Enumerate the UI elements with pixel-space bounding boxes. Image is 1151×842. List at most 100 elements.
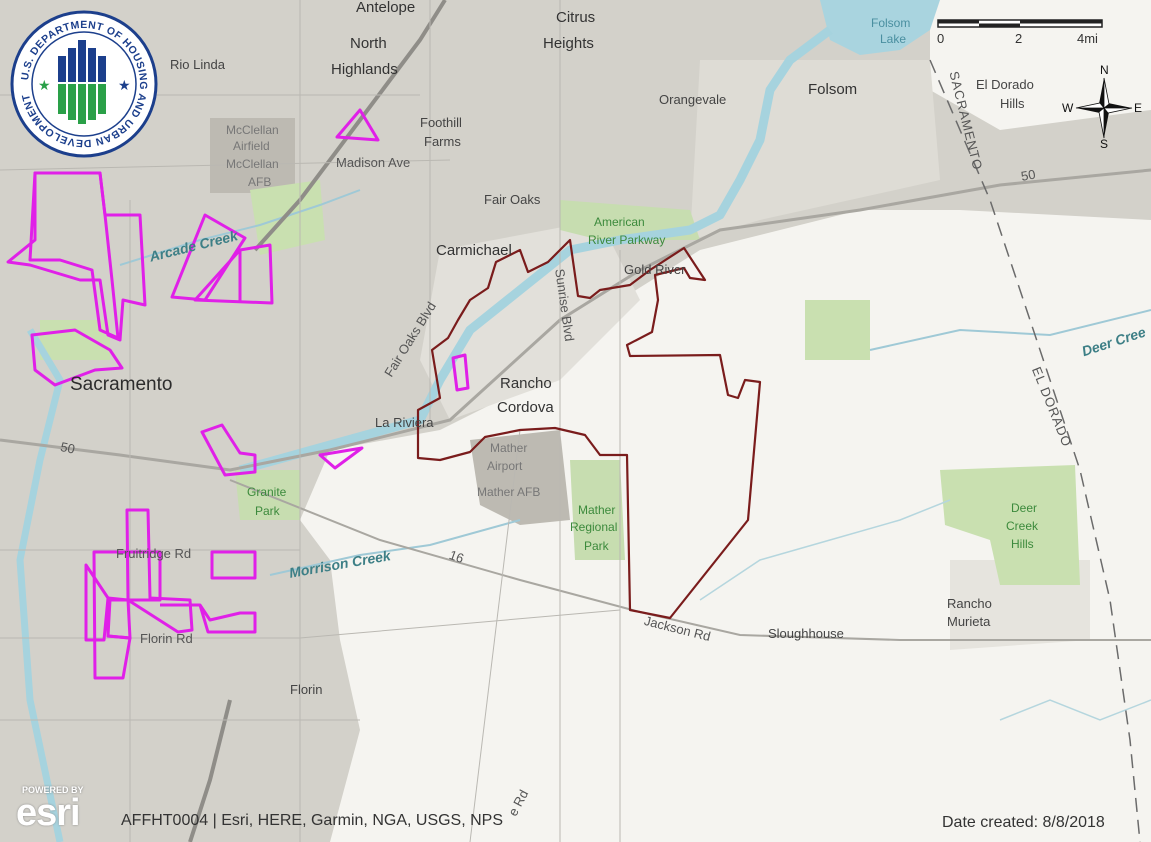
tract-polygon xyxy=(193,243,274,305)
tract-polygon xyxy=(84,563,110,642)
map-attribution: AFFHT0004 | Esri, HERE, Garmin, NGA, USG… xyxy=(121,812,504,829)
compass-rose-icon xyxy=(1075,77,1133,139)
feature-label-granite-park-2: Park xyxy=(255,504,280,518)
place-label-north-highlands-2: Highlands xyxy=(331,61,398,78)
place-label-el-dorado-hills-2: Hills xyxy=(1000,96,1025,111)
place-label-orangevale: Orangevale xyxy=(659,92,727,107)
mather-regional-park xyxy=(570,460,625,560)
place-label-fair-oaks: Fair Oaks xyxy=(484,192,541,207)
place-label-sacramento: Sacramento xyxy=(70,374,173,395)
feature-label-mather-regional-park-2: Regional xyxy=(570,520,618,534)
hud-seal-icon: U.S. DEPARTMENT OF HOUSING AND URBAN DEV… xyxy=(10,10,158,158)
place-label-carmichael: Carmichael xyxy=(436,242,512,259)
scale-bar: 0 2 4mi xyxy=(937,18,1107,48)
place-label-folsom: Folsom xyxy=(808,81,858,98)
county-line-sac-eldorado xyxy=(929,59,1141,842)
tract-polygon xyxy=(30,328,124,387)
tract-polygon xyxy=(335,108,380,142)
place-label-north-highlands: North xyxy=(350,35,387,52)
deer-creek-line xyxy=(869,309,1151,351)
feature-label-mcclellan-afb: McClellan xyxy=(226,157,279,171)
interstate-80 xyxy=(188,0,447,842)
place-label-florin: Florin xyxy=(290,682,323,697)
tract-polygon xyxy=(451,353,470,392)
tract-polygon xyxy=(200,423,257,477)
tract-polygon xyxy=(210,550,257,580)
scale-tick-4mi: 4mi xyxy=(1077,31,1098,46)
feature-label-granite-park: Granite xyxy=(247,485,287,499)
folsom-lake xyxy=(820,0,940,55)
compass-n: N xyxy=(1100,63,1109,77)
american-river xyxy=(238,26,833,475)
scale-tick-2: 2 xyxy=(1015,31,1023,46)
place-label-sloughhouse: Sloughhouse xyxy=(768,626,844,641)
place-label-rancho-cordova-2: Cordova xyxy=(497,399,554,416)
feature-label-american-river-parkway-2: River Parkway xyxy=(588,233,666,247)
hud-seal-logo: U.S. DEPARTMENT OF HOUSING AND URBAN DEV… xyxy=(8,8,160,160)
feature-label-folsom-lake-2: Lake xyxy=(880,32,907,46)
feature-label-american-river-parkway: American xyxy=(594,215,645,229)
feature-label-deer-creek-hills: Deer xyxy=(1011,501,1038,515)
feature-label-mather-airport-2: Airport xyxy=(487,459,523,473)
morrison-creek-line xyxy=(269,519,521,576)
place-label-antelope: Antelope xyxy=(356,0,416,16)
place-label-la-riviera: La Riviera xyxy=(375,415,434,430)
place-label-citrus-heights-2: Heights xyxy=(543,35,594,52)
tract-polygon xyxy=(28,171,120,340)
esri-logo: POWERED BY esri xyxy=(16,785,116,834)
road-label-hwy-50-west: 50 xyxy=(59,439,77,457)
place-label-rancho-cordova: Rancho xyxy=(500,375,552,392)
feature-label-deer-creek-hills-2: Creek xyxy=(1006,519,1039,533)
tract-polygon xyxy=(106,596,132,640)
green-strip xyxy=(805,300,870,360)
place-label-el-dorado-hills: El Dorado xyxy=(976,77,1034,92)
arcade-creek-line xyxy=(119,189,361,266)
urban-area-east xyxy=(690,60,940,240)
feature-label-mather-airport: Mather xyxy=(490,441,528,455)
feature-label-mcclellan-airfield: McClellan xyxy=(226,123,279,137)
feature-label-mather-regional-park: Mather xyxy=(578,503,616,517)
place-label-foothill-farms: Foothill xyxy=(420,115,462,130)
place-label-rio-linda: Rio Linda xyxy=(170,57,225,72)
sacramento-river xyxy=(16,328,64,842)
road-label-fruitridge-rd: Fruitridge Rd xyxy=(116,546,192,561)
place-label-gold-river: Gold River xyxy=(624,262,686,277)
road-label-florin-rd: Florin Rd xyxy=(140,631,193,646)
feature-label-mather-regional-park-3: Park xyxy=(584,539,609,553)
compass-e: E xyxy=(1134,101,1143,115)
stream-line xyxy=(999,699,1151,721)
tract-polygon xyxy=(318,446,364,470)
stream-line xyxy=(699,499,951,601)
place-label-rancho-murieta: Rancho xyxy=(947,596,992,611)
feature-label-mather-afb: Mather AFB xyxy=(477,485,541,499)
scale-tick-0: 0 xyxy=(937,31,945,46)
place-label-rancho-murieta-2: Murieta xyxy=(947,614,991,629)
compass-s: S xyxy=(1100,137,1109,151)
svg-text:★: ★ xyxy=(118,78,131,94)
feature-label-deer-creek-hills-3: Hills xyxy=(1011,537,1034,551)
rancho-cordova-boundary xyxy=(416,238,762,620)
road-label-madison-ave: Madison Ave xyxy=(336,155,411,170)
suburb-patch xyxy=(420,220,640,420)
deer-creek-hills-park xyxy=(940,465,1080,585)
place-label-foothill-farms-2: Farms xyxy=(424,134,461,149)
esri-powered-by: POWERED BY xyxy=(22,785,84,795)
date-created: Date created: 8/8/2018 xyxy=(942,814,1105,831)
tract-polygon xyxy=(160,603,257,634)
mcclellan-afb-area xyxy=(210,118,295,193)
qualified-census-tracts xyxy=(6,108,470,680)
scale-bar-graphic xyxy=(937,19,1103,28)
compass-w: W xyxy=(1062,101,1074,115)
svg-text:★: ★ xyxy=(38,78,51,94)
road-label-hwy-50-east: 50 xyxy=(1019,166,1037,184)
feature-label-mcclellan-airfield-2: Airfield xyxy=(233,139,270,153)
esri-wordmark: esri xyxy=(16,792,81,834)
feature-label-mcclellan-afb-2: AFB xyxy=(248,175,272,189)
mather-afb-area xyxy=(470,430,570,525)
tract-polygon xyxy=(125,508,194,634)
park-sacramento xyxy=(40,320,110,360)
north-arrow: N S E W xyxy=(1062,64,1146,152)
feature-label-folsom-lake: Folsom xyxy=(871,16,911,30)
